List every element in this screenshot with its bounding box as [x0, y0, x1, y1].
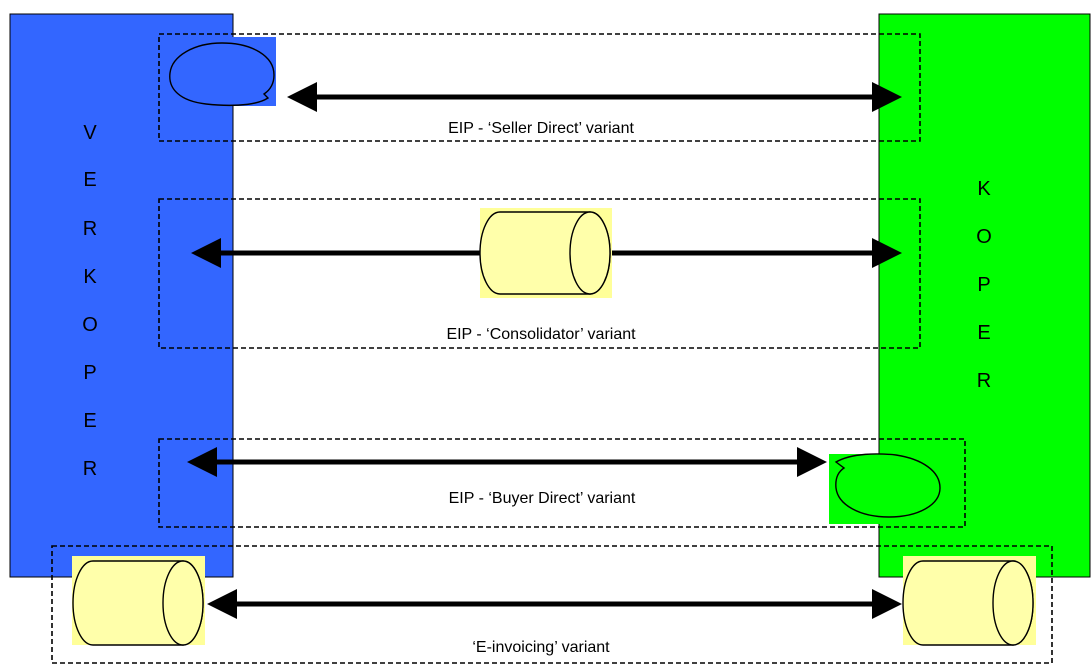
- seller-column: [9, 13, 234, 578]
- buyer-letter: P: [977, 274, 990, 296]
- variant-e-invoicing: ‘E-invoicing’ variant: [51, 545, 1053, 664]
- buyer-hub-callout-icon: [834, 453, 941, 518]
- buyer-letter: K: [977, 178, 991, 200]
- variant-caption: EIP - ‘Buyer Direct’ variant: [449, 490, 636, 507]
- buyer-letter: R: [977, 370, 991, 392]
- variant-boundary: [158, 438, 966, 528]
- seller-letter: E: [83, 169, 96, 191]
- variant-boundary: [158, 198, 921, 349]
- consolidator-database-icon: [479, 208, 612, 298]
- variant-boundary: [158, 33, 921, 142]
- buyer-database-icon: [902, 556, 1036, 646]
- variant-boundary: [51, 545, 1053, 664]
- seller-label: V E R K O P E R: [82, 122, 98, 480]
- seller-letter: E: [83, 410, 96, 432]
- variant-seller-direct: EIP - ‘Seller Direct’ variant: [158, 33, 921, 142]
- seller-letter: R: [83, 218, 97, 240]
- seller-letter: V: [83, 122, 97, 144]
- buyer-letter: O: [976, 226, 992, 248]
- seller-hub-callout-icon: [169, 42, 275, 107]
- variant-caption: ‘E-invoicing’ variant: [472, 639, 610, 656]
- seller-database-icon: [72, 556, 205, 646]
- seller-letter: O: [82, 314, 98, 336]
- seller-letter: P: [83, 362, 96, 384]
- variant-buyer-direct: EIP - ‘Buyer Direct’ variant: [158, 438, 966, 528]
- buyer-label: K O P E R: [976, 178, 992, 392]
- seller-letter: K: [83, 266, 97, 288]
- variant-caption: EIP - ‘Consolidator’ variant: [446, 326, 636, 343]
- variant-caption: EIP - ‘Seller Direct’ variant: [448, 120, 634, 137]
- seller-letter: R: [83, 458, 97, 480]
- variant-consolidator: EIP - ‘Consolidator’ variant: [158, 198, 921, 349]
- buyer-letter: E: [977, 322, 990, 344]
